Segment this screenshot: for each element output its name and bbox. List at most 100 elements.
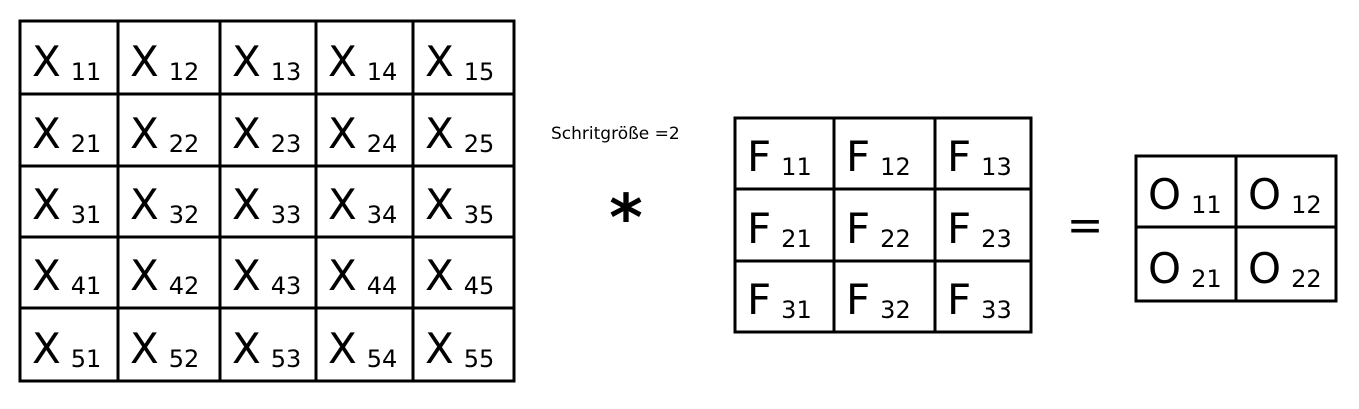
input-matrix-cell-letter: X bbox=[130, 37, 159, 86]
input-matrix-cell-letter: X bbox=[232, 251, 261, 300]
input-matrix-cell-letter: X bbox=[232, 324, 261, 373]
input-matrix-cell-subscript: 53 bbox=[271, 345, 302, 373]
input-matrix-cell-letter: X bbox=[232, 109, 261, 158]
filter-matrix-cell-subscript: 21 bbox=[781, 225, 812, 253]
output-matrix-cell-subscript: 22 bbox=[1291, 265, 1322, 293]
filter-matrix-cell-label: F 33 bbox=[947, 275, 1012, 324]
input-matrix-cell-subscript: 13 bbox=[271, 58, 302, 86]
input-matrix-cell-label: X 43 bbox=[232, 251, 301, 300]
input-matrix-cell-letter: X bbox=[328, 251, 357, 300]
input-matrix-cell-letter: X bbox=[130, 324, 159, 373]
input-matrix-cell-label: X 12 bbox=[130, 37, 199, 86]
output-matrix-cell-subscript: 11 bbox=[1191, 191, 1222, 219]
input-matrix-cell-subscript: 33 bbox=[271, 201, 302, 229]
input-matrix-cell-label: X 54 bbox=[328, 324, 397, 373]
input-matrix-cell-subscript: 31 bbox=[71, 201, 102, 229]
input-matrix-cell-subscript: 52 bbox=[169, 345, 200, 373]
input-matrix-cell-label: X 23 bbox=[232, 109, 301, 158]
input-matrix-cell-subscript: 15 bbox=[464, 58, 495, 86]
input-matrix-cell-label: X 53 bbox=[232, 324, 301, 373]
input-matrix-cell-subscript: 21 bbox=[71, 130, 102, 158]
input-matrix-cell-letter: X bbox=[32, 251, 61, 300]
input-matrix-cell-letter: X bbox=[32, 324, 61, 373]
input-matrix-cell-letter: X bbox=[328, 324, 357, 373]
input-matrix-cell-letter: X bbox=[425, 324, 454, 373]
filter-matrix-cell-subscript: 11 bbox=[781, 153, 812, 181]
input-matrix-cell-subscript: 44 bbox=[367, 272, 398, 300]
input-matrix-cell-subscript: 45 bbox=[464, 272, 495, 300]
input-matrix-cell-subscript: 12 bbox=[169, 58, 200, 86]
input-matrix-cell-subscript: 34 bbox=[367, 201, 398, 229]
input-matrix-cell-letter: X bbox=[32, 180, 61, 229]
input-matrix-cell-label: X 33 bbox=[232, 180, 301, 229]
filter-matrix-cell-subscript: 23 bbox=[981, 225, 1012, 253]
filter-matrix-cell-subscript: 13 bbox=[981, 153, 1012, 181]
input-matrix-cell-subscript: 54 bbox=[367, 345, 398, 373]
input-matrix-cell-label: X 41 bbox=[32, 251, 101, 300]
input-matrix-cell-subscript: 35 bbox=[464, 201, 495, 229]
input-matrix-cell-label: X 31 bbox=[32, 180, 101, 229]
input-matrix-cell-subscript: 41 bbox=[71, 272, 102, 300]
input-matrix-cell-letter: X bbox=[425, 37, 454, 86]
output-matrix-cell-label: O 11 bbox=[1148, 170, 1222, 219]
input-matrix-cell-letter: X bbox=[130, 109, 159, 158]
input-matrix-cell-letter: X bbox=[328, 180, 357, 229]
input-matrix-cell-subscript: 43 bbox=[271, 272, 302, 300]
filter-matrix-cell-letter: F bbox=[947, 204, 971, 253]
filter-matrix-cell-subscript: 33 bbox=[981, 296, 1012, 324]
input-matrix-cell-letter: X bbox=[425, 109, 454, 158]
input-matrix-cell-subscript: 23 bbox=[271, 130, 302, 158]
output-matrix-cell-letter: O bbox=[1248, 170, 1281, 219]
filter-matrix-cell-letter: F bbox=[846, 204, 870, 253]
input-matrix-cell-subscript: 51 bbox=[71, 345, 102, 373]
input-matrix-cell-letter: X bbox=[130, 180, 159, 229]
input-matrix-cell-letter: X bbox=[328, 109, 357, 158]
input-matrix-cell-label: X 15 bbox=[425, 37, 494, 86]
output-matrix-cell-label: O 12 bbox=[1248, 170, 1322, 219]
output-matrix-cell-letter: O bbox=[1248, 244, 1281, 293]
filter-matrix-cell-label: F 32 bbox=[846, 275, 911, 324]
filter-matrix-cell-label: F 23 bbox=[947, 204, 1012, 253]
input-matrix-cell-letter: X bbox=[232, 37, 261, 86]
input-matrix-cell-label: X 42 bbox=[130, 251, 199, 300]
filter-matrix-cell-letter: F bbox=[747, 275, 771, 324]
input-matrix-cell-label: X 21 bbox=[32, 109, 101, 158]
filter-matrix-cell-letter: F bbox=[947, 275, 971, 324]
input-matrix-cell-letter: X bbox=[32, 109, 61, 158]
input-matrix-cell-subscript: 22 bbox=[169, 130, 200, 158]
input-matrix-cell-letter: X bbox=[232, 180, 261, 229]
input-matrix-cell-label: X 45 bbox=[425, 251, 494, 300]
output-matrix-cell-subscript: 12 bbox=[1291, 191, 1322, 219]
equals-sign: = bbox=[1067, 200, 1104, 251]
filter-matrix-cell-subscript: 32 bbox=[880, 296, 911, 324]
filter-matrix-cell-subscript: 12 bbox=[880, 153, 911, 181]
input-matrix-cell-subscript: 24 bbox=[367, 130, 398, 158]
input-matrix-cell-letter: X bbox=[425, 251, 454, 300]
input-matrix-cell-subscript: 25 bbox=[464, 130, 495, 158]
input-matrix-cell-label: X 22 bbox=[130, 109, 199, 158]
filter-matrix-cell-letter: F bbox=[947, 132, 971, 181]
input-matrix-cell-subscript: 42 bbox=[169, 272, 200, 300]
output-matrix-cell-letter: O bbox=[1148, 170, 1181, 219]
input-matrix-cell-label: X 52 bbox=[130, 324, 199, 373]
input-matrix-cell-label: X 13 bbox=[232, 37, 301, 86]
input-matrix-cell-letter: X bbox=[130, 251, 159, 300]
filter-matrix-cell-label: F 11 bbox=[747, 132, 812, 181]
stride-label: Schritgröße =2 bbox=[551, 124, 680, 144]
filter-matrix-cell-letter: F bbox=[846, 275, 870, 324]
convolution-operator: * bbox=[609, 182, 642, 256]
filter-matrix-cell-letter: F bbox=[747, 132, 771, 181]
output-matrix-cell-letter: O bbox=[1148, 244, 1181, 293]
